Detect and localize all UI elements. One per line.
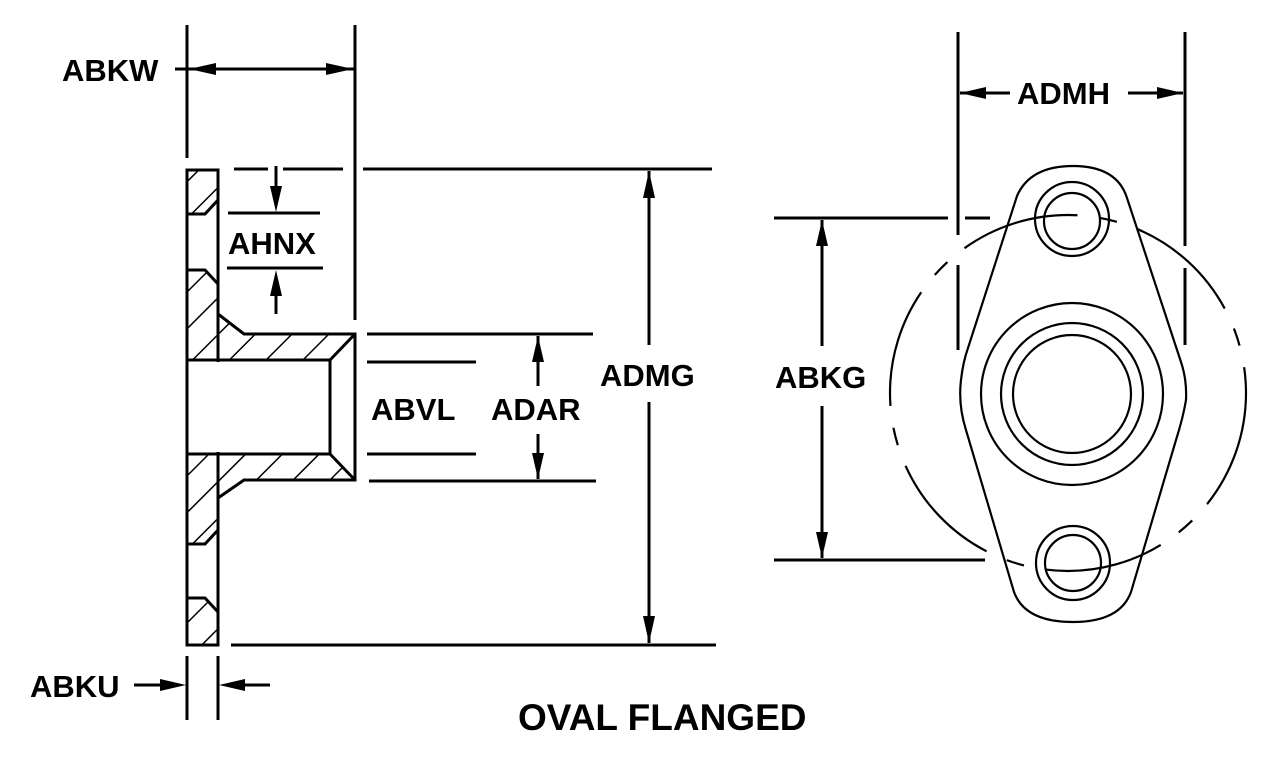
arrow-left-icon bbox=[960, 87, 986, 99]
bottom-bolt-hole-inner bbox=[1043, 533, 1103, 593]
bolt-hole-edge-lower bbox=[187, 528, 220, 546]
dimension-adar: ADAR bbox=[367, 332, 596, 483]
top-bolt-hole-inner bbox=[1042, 191, 1102, 251]
bottom-bolt-hole-outer bbox=[1034, 524, 1112, 602]
dimension-abku: ABKU bbox=[30, 656, 270, 720]
label-admg: ADMG bbox=[600, 358, 695, 393]
dashed-reference-circle bbox=[888, 213, 1248, 573]
dimension-admg: ADMG bbox=[231, 167, 716, 647]
arrow-down-icon bbox=[643, 616, 655, 643]
end-view: ADMH ABKG bbox=[774, 32, 1248, 624]
arrow-up-icon bbox=[816, 220, 828, 246]
dimension-abvl: ABVL bbox=[367, 360, 476, 456]
top-bolt-hole-outer bbox=[1033, 180, 1111, 258]
arrow-down-icon bbox=[532, 453, 544, 479]
dimension-admh: ADMH bbox=[956, 32, 1187, 350]
hub-outer-ring bbox=[979, 301, 1165, 487]
bore-outline bbox=[187, 358, 332, 456]
label-abku: ABKU bbox=[30, 669, 120, 704]
arrow-left-icon bbox=[189, 63, 216, 75]
dimension-abkg: ABKG bbox=[774, 216, 990, 562]
hub-middle-ring bbox=[999, 321, 1145, 467]
arrow-up-icon bbox=[270, 270, 282, 296]
arrow-right-icon bbox=[160, 679, 186, 691]
side-view: ABKW AHNX ADMG bbox=[30, 25, 716, 720]
arrow-up-icon bbox=[532, 336, 544, 362]
dimension-ahnx: AHNX bbox=[227, 166, 343, 314]
arrow-down-icon bbox=[270, 186, 282, 212]
bolt-hole-edge-top bbox=[187, 198, 220, 216]
label-abvl: ABVL bbox=[371, 392, 455, 427]
label-ahnx: AHNX bbox=[228, 226, 316, 261]
hatch-region-top bbox=[187, 170, 218, 214]
arrow-down-icon bbox=[816, 532, 828, 558]
arrow-right-icon bbox=[326, 63, 353, 75]
flange-body bbox=[185, 168, 357, 647]
dimension-abkw: ABKW bbox=[62, 25, 357, 320]
bore-interior bbox=[189, 362, 328, 452]
hatch-region-lower bbox=[187, 454, 355, 544]
bolt-hole-edge-bottom bbox=[187, 596, 220, 614]
bolt-hole-edge-upper bbox=[187, 268, 220, 286]
drawing-title: OVAL FLANGED bbox=[518, 697, 806, 738]
label-abkw: ABKW bbox=[62, 53, 159, 88]
hatch-region-bottom bbox=[187, 598, 218, 645]
bore-ring bbox=[1011, 333, 1133, 455]
hub-outline bbox=[217, 312, 357, 500]
hatch-region-upper bbox=[187, 270, 355, 360]
label-admh: ADMH bbox=[1017, 76, 1110, 111]
oval-flange-outline bbox=[959, 164, 1188, 624]
arrow-up-icon bbox=[643, 171, 655, 198]
bore-chamfer-top bbox=[328, 332, 357, 362]
arrow-left-icon bbox=[219, 679, 245, 691]
bore-chamfer-bottom bbox=[328, 452, 357, 482]
arrow-right-icon bbox=[1157, 87, 1183, 99]
label-adar: ADAR bbox=[491, 392, 581, 427]
label-abkg: ABKG bbox=[775, 360, 866, 395]
